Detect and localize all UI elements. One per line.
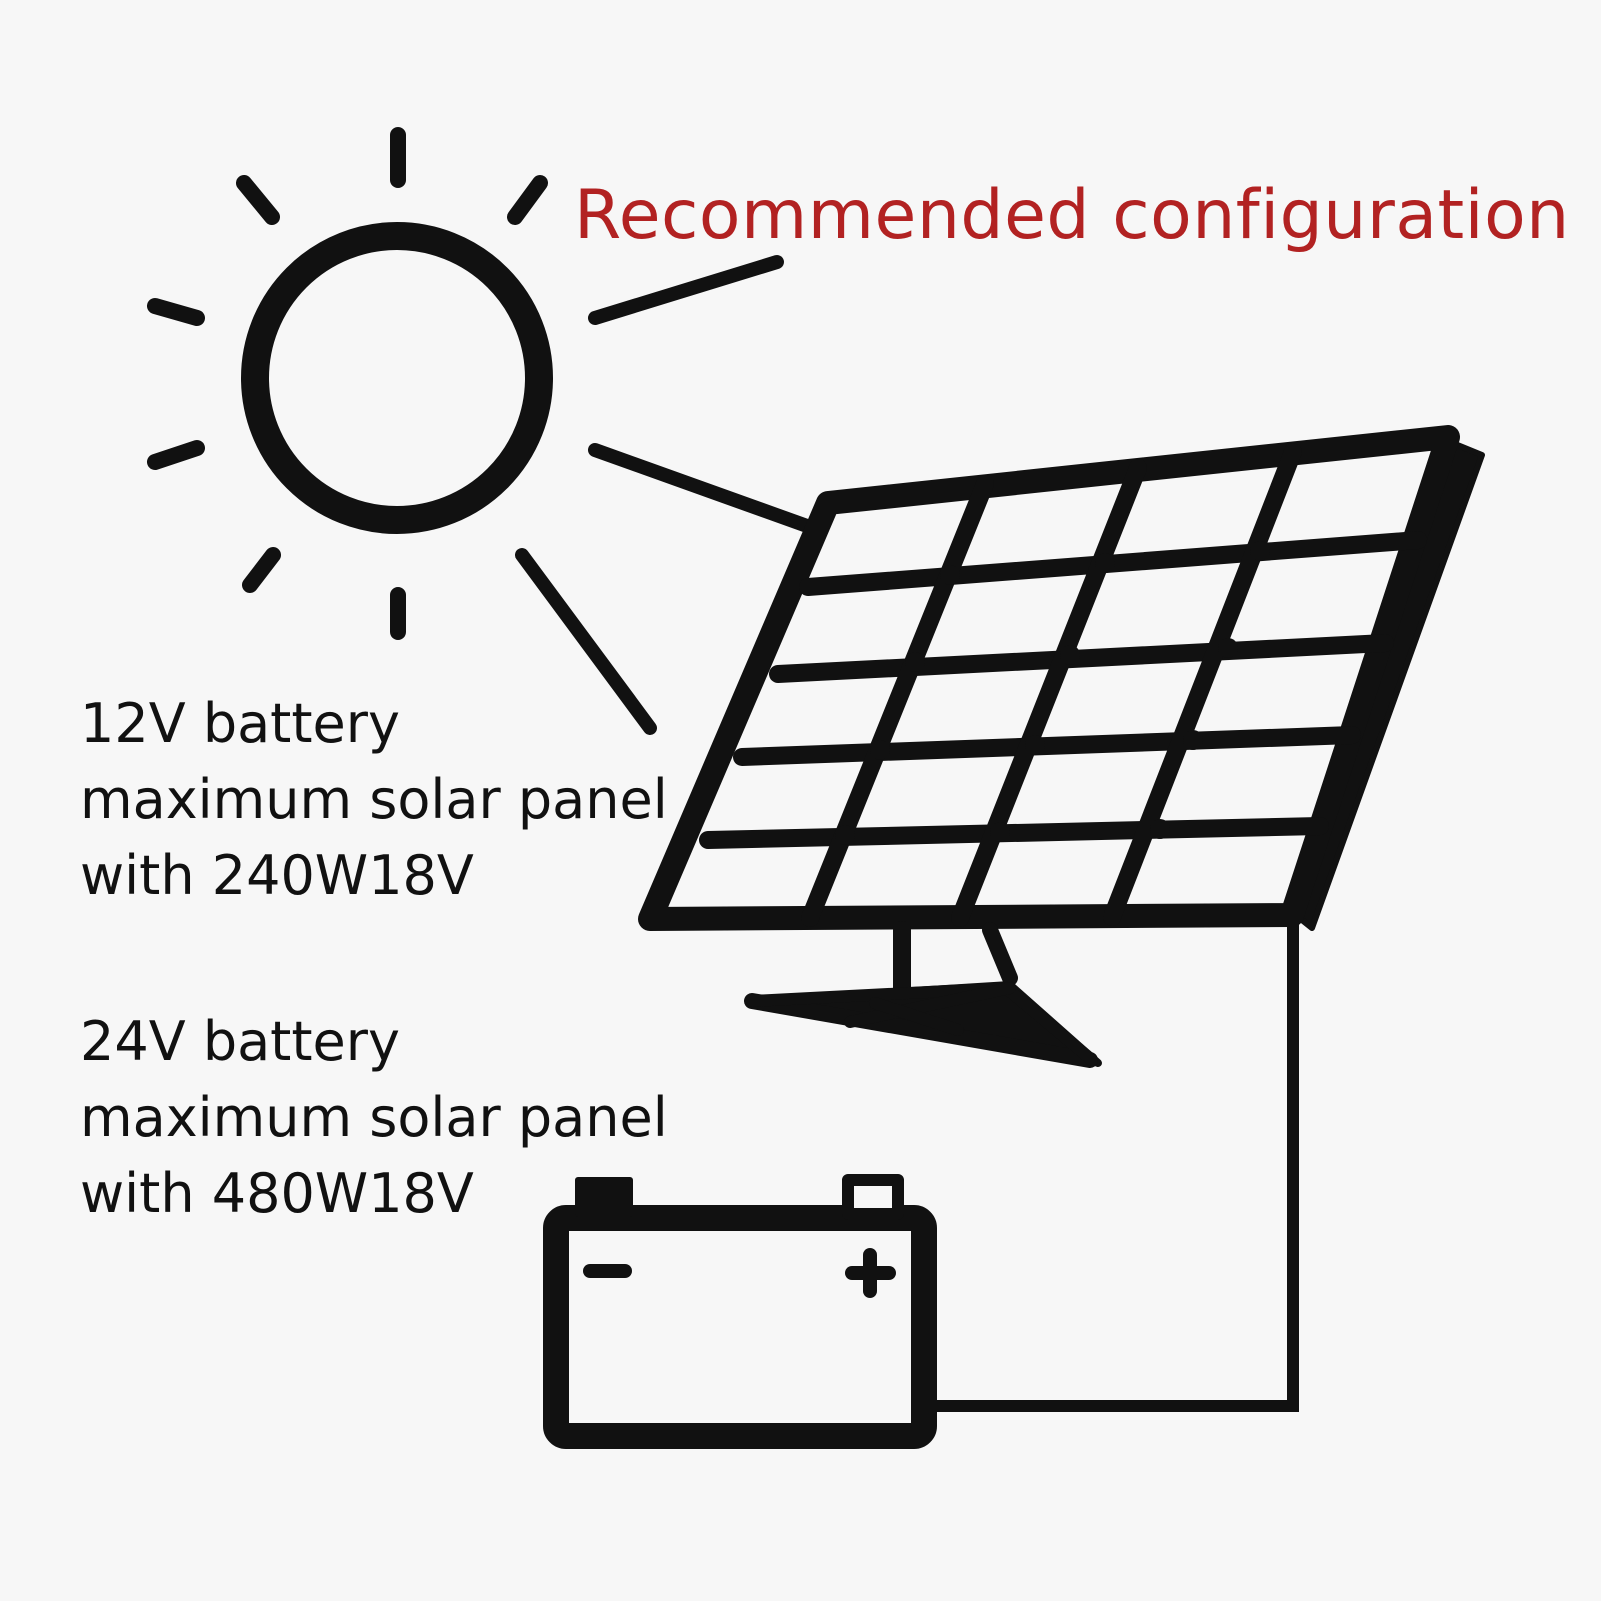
panel-rating-label: with 240W18V xyxy=(80,844,474,907)
spec-block-24v: 24V battery maximum solar panel with 480… xyxy=(80,1004,668,1232)
battery-voltage-label: 12V battery xyxy=(80,692,400,755)
battery-icon xyxy=(543,1174,937,1449)
positive-terminal-icon xyxy=(845,1248,896,1298)
solar-panel-icon xyxy=(638,425,1485,1068)
panel-rating-label: with 480W18V xyxy=(80,1162,474,1225)
battery-voltage-label: 24V battery xyxy=(80,1010,400,1073)
wire-connection xyxy=(918,919,1299,1412)
spec-block-12v: 12V battery maximum solar panel with 240… xyxy=(80,686,668,914)
max-panel-label: maximum solar panel xyxy=(80,768,668,831)
headline-title: Recommended configuration xyxy=(574,176,1570,255)
max-panel-label: maximum solar panel xyxy=(80,1086,668,1149)
